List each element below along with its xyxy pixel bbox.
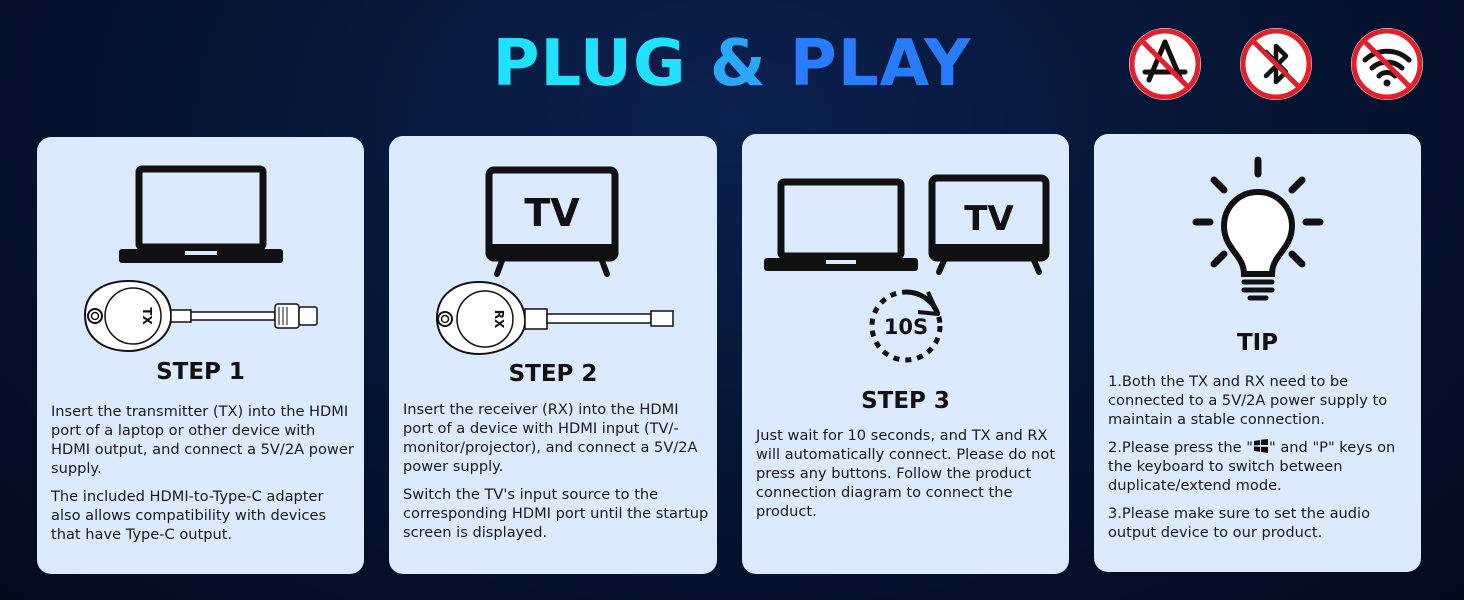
page-title: PLUG & PLAY xyxy=(0,28,1464,100)
timer-icon: 10S xyxy=(869,289,943,363)
step2-card: TV RX STEP 2 Insert the receiver (RX) in… xyxy=(389,136,717,574)
step1-para2: The included HDMI-to-Type-C adapter also… xyxy=(51,488,327,543)
tip-item3: 3.Please make sure to set the audio outp… xyxy=(1108,505,1371,541)
tip-item2: 2.Please press the "" and "P" keys on th… xyxy=(1108,438,1413,495)
tv-label: TV xyxy=(524,191,580,235)
rx-dongle-icon: RX xyxy=(435,280,674,356)
step2-text: Insert the receiver (RX) into the HDMI p… xyxy=(403,400,709,551)
step1-card: TX STEP 1 Insert the transmitter (TX) in… xyxy=(37,137,364,574)
lightbulb-icon xyxy=(1192,156,1324,301)
step2-para1: Insert the receiver (RX) into the HDMI p… xyxy=(403,401,698,475)
laptop-icon xyxy=(119,165,283,263)
rx-label: RX xyxy=(492,310,506,329)
windows-key-icon xyxy=(1254,439,1268,453)
tip-card: TIP 1.Both the TX and RX need to be conn… xyxy=(1094,134,1421,572)
tip-text: 1.Both the TX and RX need to be connecte… xyxy=(1108,372,1413,551)
step3-card: TV 10S STEP 3 Just wait for 10 seconds, … xyxy=(742,134,1069,574)
step3-para1: Just wait for 10 seconds, and TX and RX … xyxy=(756,427,1056,520)
laptop-icon xyxy=(764,178,918,271)
tip-item2-before: 2.Please press the " xyxy=(1108,439,1253,456)
no-wifi-icon xyxy=(1351,28,1423,100)
tip-item1: 1.Both the TX and RX need to be connecte… xyxy=(1108,373,1388,428)
tv-icon: TV xyxy=(928,174,1050,275)
no-app-store-icon xyxy=(1129,28,1201,100)
no-bluetooth-icon xyxy=(1240,28,1312,100)
tv-icon: TV xyxy=(485,166,619,277)
step1-para1: Insert the transmitter (TX) into the HDM… xyxy=(51,403,354,477)
step1-title: STEP 1 xyxy=(156,359,245,385)
tip-title: TIP xyxy=(1236,330,1279,356)
tv-label: TV xyxy=(964,199,1014,239)
tx-dongle-icon: TX xyxy=(83,279,318,353)
step3-text: Just wait for 10 seconds, and TX and RX … xyxy=(756,426,1061,530)
step3-title: STEP 3 xyxy=(861,388,950,414)
title-plug: PLUG xyxy=(492,27,687,101)
step2-title: STEP 2 xyxy=(508,361,598,387)
tip-item2-after: " and "P" keys on the keyboard to switch… xyxy=(1108,439,1396,494)
tx-label: TX xyxy=(140,307,154,325)
step1-text: Insert the transmitter (TX) into the HDM… xyxy=(51,402,356,553)
title-ampersand: & xyxy=(709,27,767,101)
timer-label: 10S xyxy=(884,315,928,339)
title-play: PLAY xyxy=(789,27,972,101)
step2-para2: Switch the TV's input source to the corr… xyxy=(403,486,709,541)
